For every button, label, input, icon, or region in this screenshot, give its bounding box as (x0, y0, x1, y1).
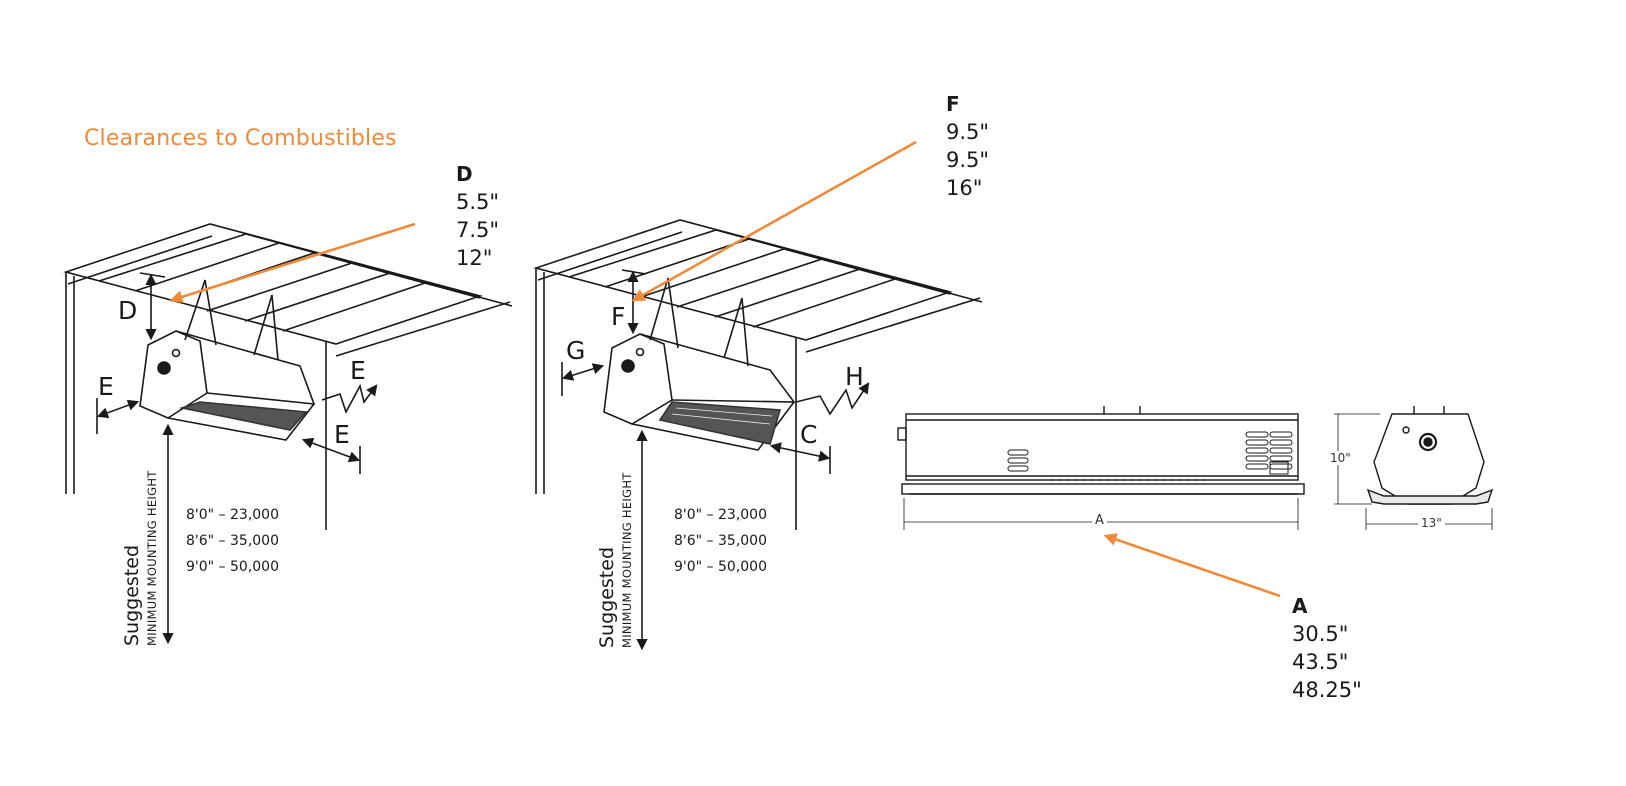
left-mounting-row-1: 8'0" – 23,000 (186, 507, 279, 523)
left-suggested-label: Suggested (121, 544, 143, 646)
left-mounting-row-3: 9'0" – 50,000 (186, 559, 279, 575)
callout-a-label: A (1292, 594, 1308, 618)
callout-f-label: F (946, 92, 960, 116)
callout-arrows (169, 140, 1281, 598)
callout-d-label: D (456, 162, 473, 186)
label-g: G (566, 336, 586, 365)
right-installation (533, 219, 983, 651)
callout-d-value-3: 12" (456, 246, 493, 270)
side-view (1334, 406, 1494, 530)
label-h: H (845, 362, 864, 391)
callout-f: F 9.5" 9.5" 16" (946, 90, 989, 202)
label-f: F (611, 302, 626, 331)
callout-d: D 5.5" 7.5" 12" (456, 160, 499, 272)
callout-a-value-1: 30.5" (1292, 622, 1349, 646)
label-side-width: 13" (1418, 516, 1445, 530)
left-mounting-rows: 8'0" – 23,000 8'6" – 35,000 9'0" – 50,00… (186, 502, 279, 580)
right-mounting-row-3: 9'0" – 50,000 (674, 559, 767, 575)
right-min-mounting-height-label: MINIMUM MOUNTING HEIGHT (620, 472, 634, 648)
right-mounting-row-1: 8'0" – 23,000 (674, 507, 767, 523)
label-c: C (800, 420, 818, 449)
left-min-mounting-height-label: MINIMUM MOUNTING HEIGHT (145, 470, 159, 646)
right-mounting-row-2: 8'6" – 35,000 (674, 533, 767, 549)
right-suggested-label: Suggested (596, 546, 618, 648)
callout-f-value-2: 9.5" (946, 148, 990, 172)
label-e-back: E (350, 356, 366, 385)
callout-f-value-3: 16" (946, 176, 983, 200)
callout-a: A 30.5" 43.5" 48.25" (1292, 592, 1362, 704)
callout-a-value-3: 48.25" (1292, 678, 1362, 702)
label-e-front: E (334, 420, 350, 449)
right-mounting-rows: 8'0" – 23,000 8'6" – 35,000 9'0" – 50,00… (674, 502, 767, 580)
callout-a-value-2: 43.5" (1292, 650, 1349, 674)
label-e-side: E (98, 372, 114, 401)
front-view (897, 406, 1305, 530)
label-d: D (118, 296, 138, 325)
callout-d-value-1: 5.5" (456, 190, 500, 214)
callout-f-value-1: 9.5" (946, 120, 990, 144)
label-side-height: 10" (1327, 451, 1354, 465)
label-a: A (1092, 513, 1107, 528)
left-mounting-row-2: 8'6" – 35,000 (186, 533, 279, 549)
callout-d-value-2: 7.5" (456, 218, 500, 242)
left-installation (63, 223, 513, 645)
page-title: Clearances to Combustibles (84, 126, 397, 151)
